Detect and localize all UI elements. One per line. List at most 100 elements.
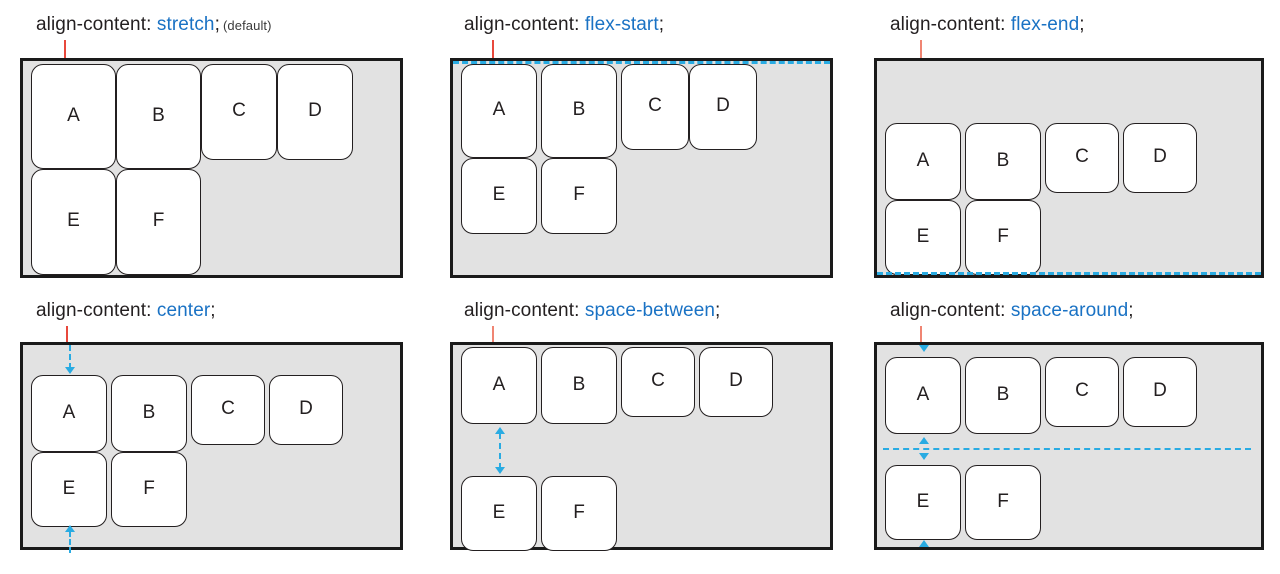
flex-container-flex-start: A B C D E F — [450, 58, 833, 278]
flex-item: E — [31, 169, 116, 275]
flex-item: A — [885, 357, 961, 434]
flex-item-label: D — [299, 398, 313, 419]
align-guide-arrow-top-head — [919, 345, 929, 352]
flex-item: E — [885, 200, 961, 275]
align-guide-arrow-mid-up-head — [919, 437, 929, 444]
flex-item-label: A — [492, 373, 506, 395]
flex-item-label: D — [1153, 146, 1167, 167]
flex-item: A — [31, 375, 107, 452]
panel-space-between: align-content: space-between; A B C D E … — [440, 290, 860, 574]
flex-item: E — [31, 452, 107, 527]
caption-value: flex-start — [584, 14, 659, 35]
flex-item-label: A — [916, 149, 930, 171]
flex-item-label: B — [996, 149, 1010, 171]
flex-item-label: A — [492, 99, 506, 120]
caption-stretch: align-content: stretch;(default) — [36, 14, 272, 36]
caption-flex-start: align-content: flex-start; — [464, 14, 664, 36]
flex-item-label: E — [492, 184, 506, 205]
align-guide-arrow-top-line — [69, 345, 71, 369]
flex-item-label: C — [648, 95, 662, 116]
flex-item-label: E — [916, 490, 930, 512]
caption-semicolon: ; — [210, 300, 216, 321]
flex-item: A — [461, 64, 537, 158]
caption-pointer-line — [66, 326, 68, 342]
caption-pointer-line — [492, 326, 494, 342]
align-guide-midline — [883, 448, 1251, 450]
caption-space-between: align-content: space-between; — [464, 300, 720, 322]
caption-space-around: align-content: space-around; — [890, 300, 1134, 322]
caption-semicolon: ; — [1128, 300, 1134, 321]
flex-item-label: B — [572, 373, 586, 395]
align-guide-arrow-bottom-head — [65, 525, 75, 532]
align-guide-line-bottom — [877, 272, 1261, 275]
flex-item-label: B — [142, 401, 156, 423]
flex-item: F — [541, 476, 617, 551]
flex-item-label: D — [716, 95, 730, 116]
flex-item-label: D — [729, 370, 743, 391]
flex-item: B — [965, 123, 1041, 200]
flex-item: D — [689, 64, 757, 150]
flex-item-label: C — [1075, 146, 1089, 167]
panel-flex-start: align-content: flex-start; A B C D E F — [440, 0, 860, 290]
align-guide-gap-line — [499, 433, 501, 469]
panel-space-around: align-content: space-around; A B C D E F — [860, 290, 1280, 574]
flex-item-label: C — [651, 370, 665, 391]
flex-item: F — [965, 200, 1041, 275]
align-guide-line-top — [453, 61, 830, 64]
flex-item-label: E — [62, 477, 76, 499]
flex-item: D — [699, 347, 773, 417]
flex-item-label: F — [573, 184, 585, 205]
caption-flex-end: align-content: flex-end; — [890, 14, 1085, 36]
flex-item: C — [1045, 123, 1119, 193]
align-guide-arrow-top-head — [65, 367, 75, 374]
flex-item: C — [1045, 357, 1119, 427]
flex-item: C — [621, 347, 695, 417]
panel-stretch: align-content: stretch;(default) A B C D… — [0, 0, 440, 290]
flex-item: B — [965, 357, 1041, 434]
caption-semicolon: ; — [214, 14, 220, 35]
caption-pointer-line — [492, 40, 494, 59]
flex-item: C — [621, 64, 689, 150]
flex-container-flex-end: A B C D E F — [874, 58, 1264, 278]
caption-pointer-line — [64, 40, 66, 59]
flex-item-label: D — [1153, 380, 1167, 401]
flex-item-label: F — [997, 490, 1009, 512]
flex-item-label: B — [572, 99, 586, 120]
caption-property: align-content: — [890, 300, 1006, 321]
flex-item: A — [885, 123, 961, 200]
flex-item-label: C — [221, 398, 235, 419]
caption-property: align-content: — [36, 14, 152, 35]
flex-item: D — [1123, 357, 1197, 427]
flex-container-center: A B C D E F — [20, 342, 403, 553]
flex-item: E — [461, 158, 537, 234]
caption-property: align-content: — [890, 14, 1006, 35]
caption-value: center — [156, 300, 211, 321]
caption-value: flex-end — [1010, 14, 1080, 35]
flex-item-label: D — [308, 100, 322, 121]
flex-item-label: A — [916, 383, 930, 405]
flex-container-space-between: A B C D E F — [450, 342, 833, 551]
align-guide-arrow-bottom-head — [919, 540, 929, 547]
flex-item-label: B — [152, 104, 165, 126]
align-guide-arrow-down-head — [495, 467, 505, 474]
flex-item: D — [1123, 123, 1197, 193]
flex-item: B — [541, 347, 617, 424]
flex-container-stretch: A B C D E F — [20, 58, 403, 278]
caption-semicolon: ; — [1079, 14, 1085, 35]
flex-item-label: F — [152, 210, 165, 231]
flex-item-label: F — [573, 501, 585, 523]
align-guide-arrow-up-head — [495, 427, 505, 434]
panel-center: align-content: center; A B C D E F — [0, 290, 440, 574]
flex-item: F — [541, 158, 617, 234]
flex-item: F — [111, 452, 187, 527]
caption-pointer-line — [920, 326, 922, 342]
flex-item: E — [461, 476, 537, 551]
flex-item: B — [541, 64, 617, 158]
flex-item-label: A — [67, 104, 80, 126]
flex-item-label: B — [996, 383, 1010, 405]
flex-item-label: F — [997, 225, 1009, 247]
flex-item: A — [461, 347, 537, 424]
flex-item-label: E — [67, 210, 80, 231]
flex-item: C — [191, 375, 265, 445]
flex-item-label: C — [232, 100, 246, 121]
